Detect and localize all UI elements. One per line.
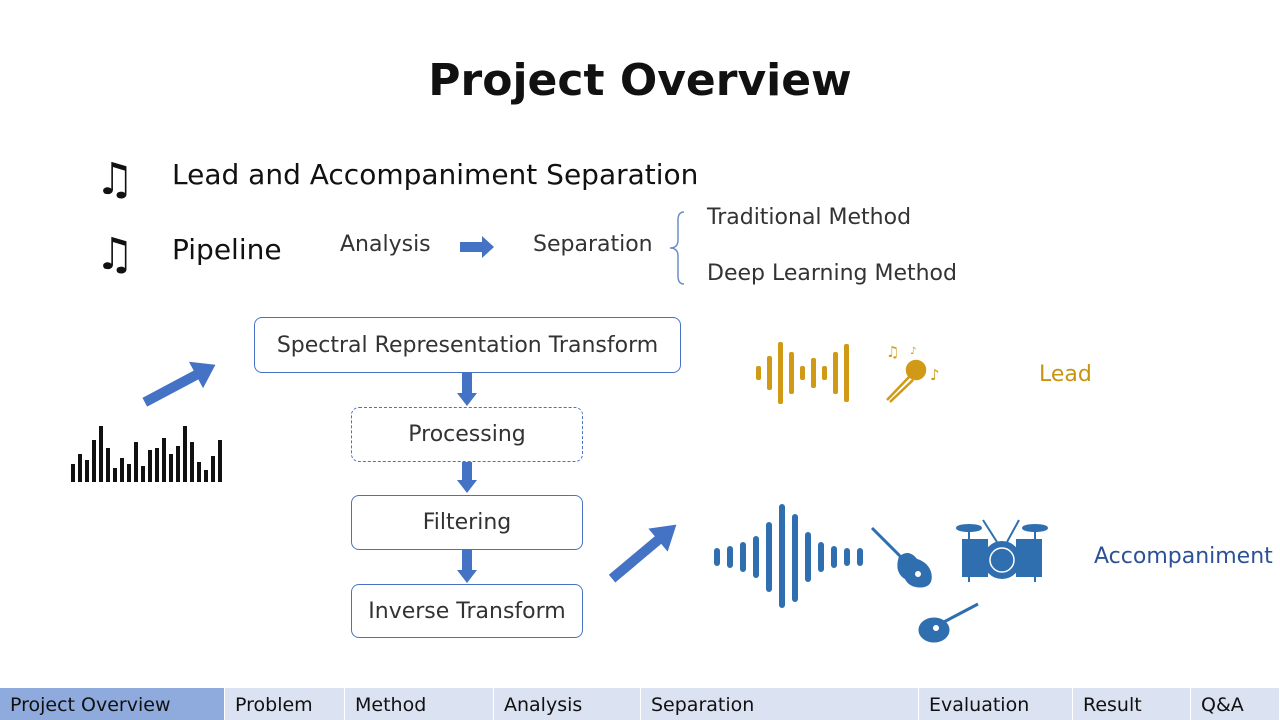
arrow-down-icon — [457, 550, 477, 583]
acoustic-guitar-icon — [918, 602, 979, 643]
method-bracket — [669, 211, 685, 285]
arrow-down-icon — [457, 373, 477, 406]
arrow-up-right-icon — [608, 524, 677, 583]
nav-tab-separation[interactable]: Separation — [641, 688, 919, 720]
page-title: Project Overview — [428, 55, 852, 106]
microphone-icon: ♫ ♪ ♪ — [886, 343, 940, 403]
electric-guitar-icon — [870, 526, 932, 588]
pipeline-analysis: Analysis — [340, 232, 431, 257]
drum-kit-icon — [956, 519, 1048, 582]
pipeline-separation: Separation — [533, 232, 653, 257]
method-traditional: Traditional Method — [707, 205, 912, 230]
arrow-up-right-icon — [142, 361, 216, 407]
nav-tab-analysis[interactable]: Analysis — [494, 688, 641, 720]
nav-tab-result[interactable]: Result — [1073, 688, 1191, 720]
nav-tab-qa[interactable]: Q&A — [1191, 688, 1280, 720]
lead-waveform-icon — [756, 342, 849, 404]
section-navbar: Project Overview Problem Method Analysis… — [0, 688, 1280, 720]
step-processing: Processing — [351, 407, 583, 462]
svg-text:♪: ♪ — [930, 366, 940, 384]
output-accompaniment-label: Accompaniment — [1094, 544, 1273, 569]
step-spectral-transform: Spectral Representation Transform — [254, 317, 681, 373]
waveform-icon — [71, 426, 222, 482]
svg-text:♫: ♫ — [886, 343, 899, 361]
nav-tab-problem[interactable]: Problem — [225, 688, 345, 720]
nav-tab-method[interactable]: Method — [345, 688, 494, 720]
bullet-pipeline: Pipeline — [172, 233, 282, 266]
output-lead-label: Lead — [1039, 362, 1092, 387]
music-note-icon: ♫ — [95, 154, 135, 205]
arrow-right-icon — [460, 236, 494, 258]
music-note-icon: ♫ — [95, 229, 135, 280]
arrow-down-icon — [457, 462, 477, 493]
bullet-lead-accompaniment: Lead and Accompaniment Separation — [172, 158, 699, 191]
nav-tab-evaluation[interactable]: Evaluation — [919, 688, 1073, 720]
accompaniment-waveform-icon — [714, 504, 863, 608]
method-deep-learning: Deep Learning Method — [707, 261, 957, 286]
step-filtering: Filtering — [351, 495, 583, 550]
nav-tab-project-overview[interactable]: Project Overview — [0, 688, 225, 720]
step-inverse-transform: Inverse Transform — [351, 584, 583, 638]
svg-text:♪: ♪ — [910, 346, 916, 357]
